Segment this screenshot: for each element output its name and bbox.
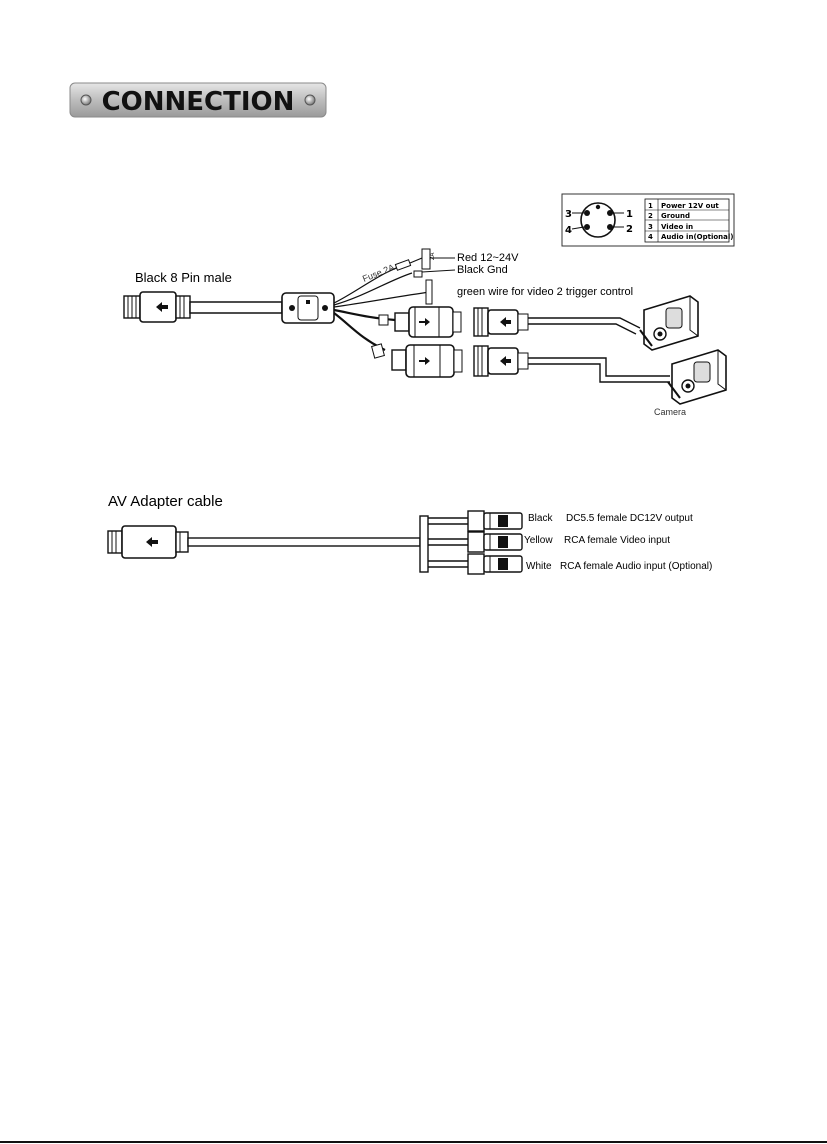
output-desc: RCA female Video input — [564, 535, 670, 546]
camera-icon — [668, 350, 726, 404]
red-wire-label: Red 12~24V — [457, 252, 519, 264]
table-row-label: Video in — [661, 223, 693, 231]
pin-table: 1 Power 12V out 2 Ground 3 Video in 4 Au… — [645, 199, 733, 242]
table-row-num: 2 — [648, 212, 653, 220]
fuse-icon: 2A — [395, 249, 436, 270]
screw-icon — [81, 95, 91, 105]
table-row-label: Power 12V out — [661, 202, 719, 210]
av-adapter-diagram: AV Adapter cable — [108, 493, 712, 574]
output-color: Black — [528, 513, 553, 524]
pinout-diagram: 1 2 3 4 1 Power 12V out 2 Ground 3 Video… — [562, 194, 734, 246]
pin-number-3: 3 — [565, 209, 572, 220]
table-row-num: 1 — [648, 202, 653, 210]
fuse-box-label: 2A — [430, 253, 436, 260]
screw-icon — [305, 95, 315, 105]
dc-female-plug-icon — [468, 511, 522, 531]
black-wire-label: Black Gnd — [457, 264, 508, 276]
page-title: CONNECTION — [102, 87, 295, 117]
output-color: Yellow — [524, 535, 553, 546]
camera-2-connector-icon — [372, 344, 528, 377]
camera-1-connector-icon — [379, 307, 528, 337]
camera-icon — [640, 296, 698, 350]
8-pin-connector-icon — [124, 292, 190, 322]
table-row-label: Audio in(Optional) — [661, 233, 733, 241]
rca-audio-plug-icon — [468, 554, 522, 574]
av-connector-icon — [108, 526, 188, 558]
pin-number-2: 2 — [626, 224, 633, 235]
table-row-num: 3 — [648, 223, 653, 231]
table-row-label: Ground — [661, 212, 690, 220]
connector-label: Black 8 Pin male — [135, 270, 232, 285]
output-color: White — [526, 561, 552, 572]
output-desc: RCA female Audio input (Optional) — [560, 561, 712, 572]
output-desc: DC5.5 female DC12V output — [566, 513, 693, 524]
splitter-icon — [282, 293, 334, 323]
table-row-num: 4 — [648, 233, 653, 241]
av-adapter-title: AV Adapter cable — [108, 493, 223, 510]
section-header-badge: CONNECTION — [70, 83, 326, 117]
green-wire-label: green wire for video 2 trigger control — [457, 286, 633, 298]
pin-number-1: 1 — [626, 209, 633, 220]
pin-number-4: 4 — [565, 225, 572, 236]
camera-label: Camera — [654, 407, 686, 417]
main-cable-diagram: Black 8 Pin male — [124, 249, 726, 417]
fuse-label: Fuse 2A — [361, 262, 396, 284]
rca-video-plug-icon — [468, 532, 522, 552]
